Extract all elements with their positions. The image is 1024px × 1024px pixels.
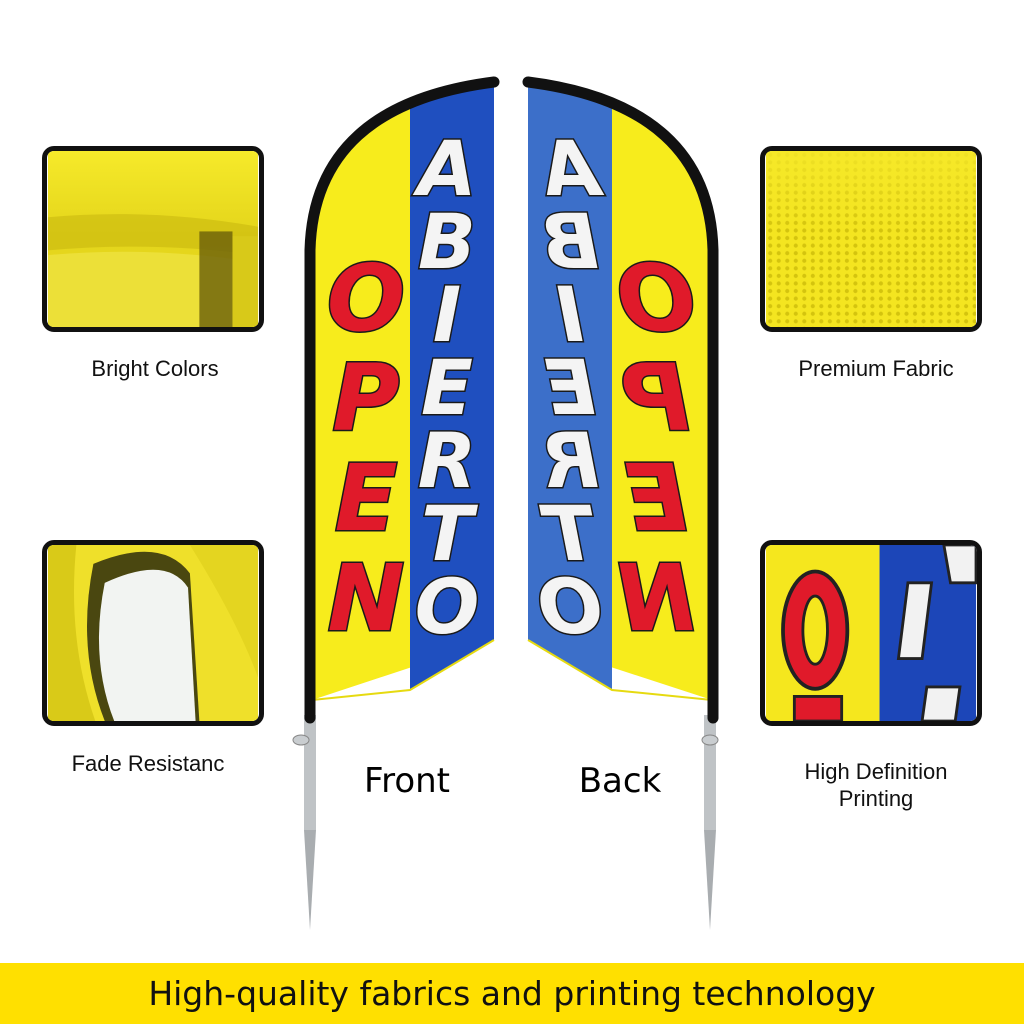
back-flag-red-letter-4: N (618, 545, 695, 652)
front-flag-red-letter-1: O (327, 245, 405, 352)
back-flag-white-letter-1: A (541, 124, 605, 213)
back-flag-white-letter-7: O (538, 562, 603, 651)
hd-printing-caption-line1: High Definition (804, 759, 948, 784)
front-flag-red-letter-4: N (328, 545, 405, 652)
yellow-fabric-folds-image (47, 151, 259, 327)
front-flag-white-letter-2: B (418, 197, 476, 286)
back-label: Back (578, 761, 662, 801)
back-flag-white-letter-3: I (556, 270, 584, 359)
printed-letters-closeup-image (765, 545, 977, 721)
front-flag-white-letter-7: O (415, 562, 480, 651)
bright-colors-caption: Bright Colors (91, 356, 219, 381)
front-flag-red-letter-2: P (332, 345, 399, 452)
hd-printing-swatch (760, 540, 982, 726)
hd-printing-caption: High Definition Printing (760, 758, 992, 812)
premium-fabric-swatch (760, 146, 982, 332)
back-flag-white-letter-6: T (539, 489, 596, 578)
back-flag-white-letter-5: R (541, 416, 600, 505)
front-flag-white-letter-6: T (421, 489, 478, 578)
fade-resistance-swatch (42, 540, 264, 726)
front-flag-pole-sleeve (304, 76, 500, 724)
back-flag-white-letter-4: E (544, 343, 596, 432)
back-flag-pole-sleeve (522, 76, 719, 724)
front-flag-white-letter-4: E (421, 343, 473, 432)
back-flag-red-letter-1: O (617, 245, 695, 352)
bright-colors-swatch (42, 146, 264, 332)
front-label: Front (364, 761, 450, 801)
fabric-texture-image (765, 151, 977, 327)
fabric-fold-white-back-image (47, 545, 259, 721)
hd-printing-caption-line2: Printing (838, 786, 914, 811)
back-flag-red-letter-2: P (622, 345, 689, 452)
footer-banner-text: High-quality fabrics and printing techno… (148, 974, 876, 1013)
back-flag-red-letter-3: E (625, 445, 688, 552)
footer-banner: High-quality fabrics and printing techno… (0, 963, 1024, 1024)
front-flag-white-letter-3: I (433, 270, 461, 359)
fade-resistance-caption: Fade Resistanc (71, 751, 225, 776)
front-flag-ground-spike (304, 715, 316, 830)
back-flag-white-letter-2: B (541, 197, 599, 286)
front-flag-white-letter-5: R (418, 416, 477, 505)
front-flag-white-letter-1: A (413, 124, 477, 213)
premium-fabric-caption: Premium Fabric (798, 356, 954, 381)
front-flag-red-letter-3: E (335, 445, 398, 552)
